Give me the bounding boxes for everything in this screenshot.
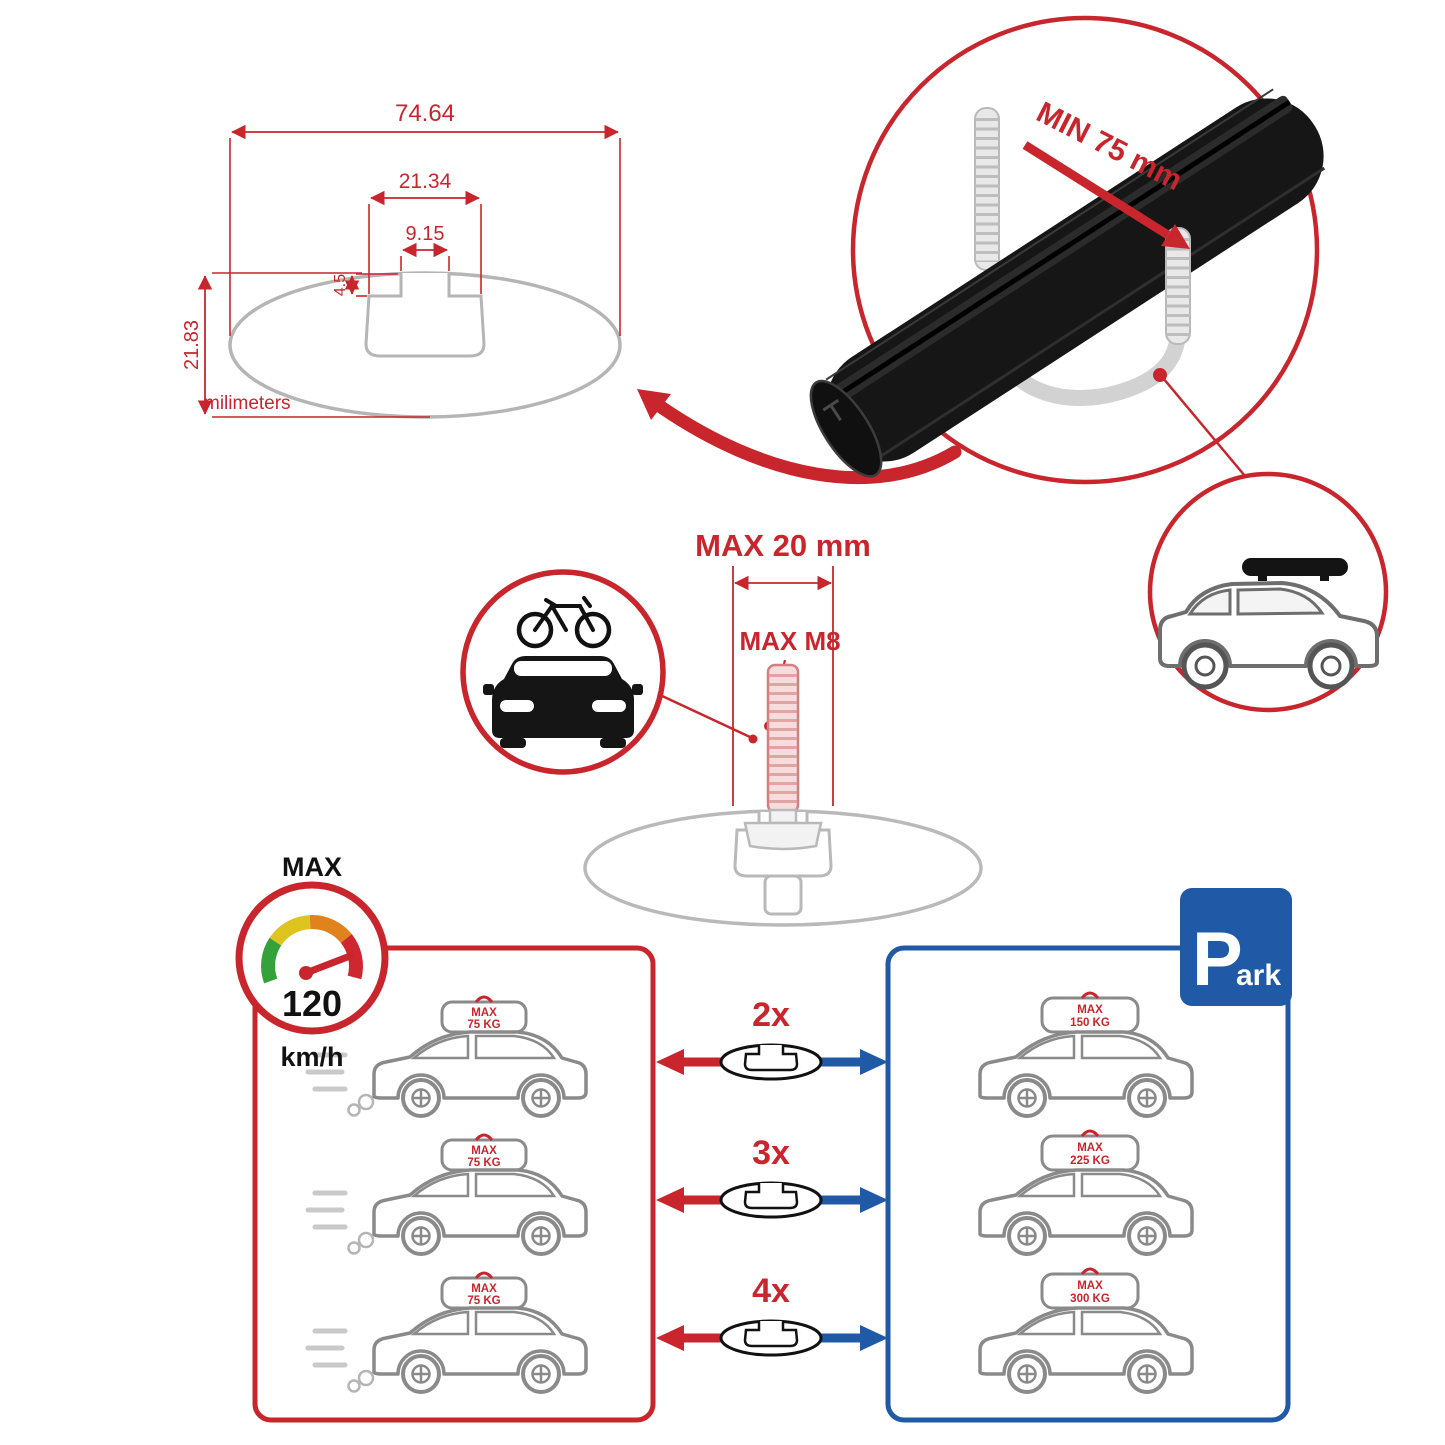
speedometer-needle [302,952,354,977]
dim-total-width: 74.64 [395,100,455,127]
dim-slot-width: 9.15 [406,223,445,245]
driving-car-1: MAX 75 KG [305,995,588,1118]
speed-unit: km/h [280,1042,343,1072]
park-sign-p: P [1192,917,1243,1002]
crossbar-count-connectors: 2x 3x 4x [656,996,888,1357]
min-clearance-arrowhead [1161,224,1190,249]
connector-row-1: 2x [656,996,888,1081]
parked-car-2: MAX 225 KG [978,1129,1194,1256]
bike-car-circle [460,569,758,775]
ubolt-rear-leg [974,107,1000,271]
cargo-load-max: MAX [471,1007,497,1019]
connector-row-3: 4x [656,1272,888,1357]
driving-car-2: MAX 75 KG [305,1133,588,1256]
bar-profile-icon [719,1043,823,1081]
crossbar-detail-circle: MIN 75 mm [809,15,1326,485]
bolt-max-thread-label: MAX M8 [739,626,840,656]
cargo-load-kg: 300 KG [1070,1293,1110,1305]
cargo-load-max: MAX [1077,1142,1103,1154]
parked-car-3: MAX 300 KG [978,1267,1194,1394]
dim-channel-width: 21.34 [399,170,452,193]
cargo-load-max: MAX [471,1283,497,1295]
multiplier-label: 4x [752,1272,790,1310]
stud-neck [768,808,798,825]
multiplier-label: 3x [752,1134,790,1172]
car-front-icon [483,656,643,748]
leader-to-suv-circle [1162,377,1246,477]
cargo-load-kg: 75 KG [467,1295,500,1307]
dim-total-height: 21.83 [181,320,203,370]
connector-row-2: 3x [656,1134,888,1219]
cargo-load-kg: 225 KG [1070,1155,1110,1167]
leader-to-bolt [659,693,751,739]
cargo-load-max: MAX [1077,1280,1103,1292]
bar-profile-icon [719,1181,823,1219]
bar-profile-icon [719,1319,823,1357]
roofbox-suv-circle [1147,471,1389,713]
cargo-load-max: MAX [471,1145,497,1157]
parked-cars-panel: MAX 150 KG MAX 225 KG MAX 300 KG [885,945,1291,1423]
cargo-load-kg: 75 KG [467,1157,500,1169]
cargo-load-max: MAX [1077,1004,1103,1016]
bolt-detail-diagram: MAX 20 mm MAX M8 [583,528,983,927]
black-crossbar [809,88,1326,478]
profile-t-slot [364,273,486,358]
driving-car-3: MAX 75 KG [305,1271,588,1394]
driving-cars-panel: MAX 75 KG MAX 75 KG MAX 75 [252,945,656,1423]
multiplier-label: 2x [752,996,790,1034]
bar-end-cap [809,379,883,478]
min-clearance-label: MIN 75 mm [1031,96,1187,197]
min-clearance-arrow [1022,141,1171,239]
park-sign-ark: ark [1236,959,1281,992]
speed-max-label: MAX [282,852,342,882]
bar-to-profile-arrowhead [637,389,671,420]
bolt-max-length-label: MAX 20 mm [695,528,871,563]
park-sign: P ark [1180,888,1292,1006]
t-nut-head [743,821,823,851]
speed-limit-badge: MAX 120 km/h [235,852,389,1072]
cargo-load-kg: 150 KG [1070,1017,1110,1029]
dim-slot-depth: 4.5 [332,274,349,296]
park-sign-board [1180,888,1292,1006]
bar-to-profile-arrow [654,400,962,485]
detail-circle-outline [850,15,1320,485]
bicycle-icon [516,596,612,649]
parked-car-1: MAX 150 KG [978,991,1194,1118]
profile-dimension-diagram: 74.64 21.34 9.15 4.5 21.83 milimeters [181,100,962,485]
roof-box [1242,558,1348,576]
speedometer-icon [235,881,389,1035]
cargo-load-kg: 75 KG [467,1019,500,1031]
units-label: milimeters [204,393,291,414]
speed-value: 120 [282,983,342,1024]
